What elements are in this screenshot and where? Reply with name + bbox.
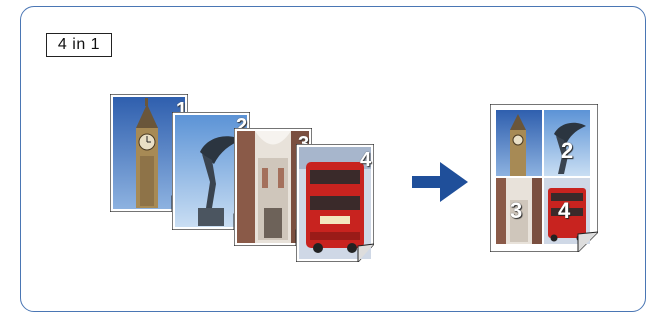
combined-page-image [490,104,598,252]
source-page-4: 4 [296,144,374,262]
mode-label: 4 in 1 [46,33,112,57]
mode-label-text: 4 in 1 [58,36,100,54]
result-page: 2 3 4 [490,104,598,252]
right-arrow-icon [412,162,468,202]
quadrant-number-3: 3 [510,200,522,222]
quadrant-number-2: 2 [561,140,573,162]
page-number-4: 4 [360,150,371,170]
quadrant-number-4: 4 [558,200,570,222]
